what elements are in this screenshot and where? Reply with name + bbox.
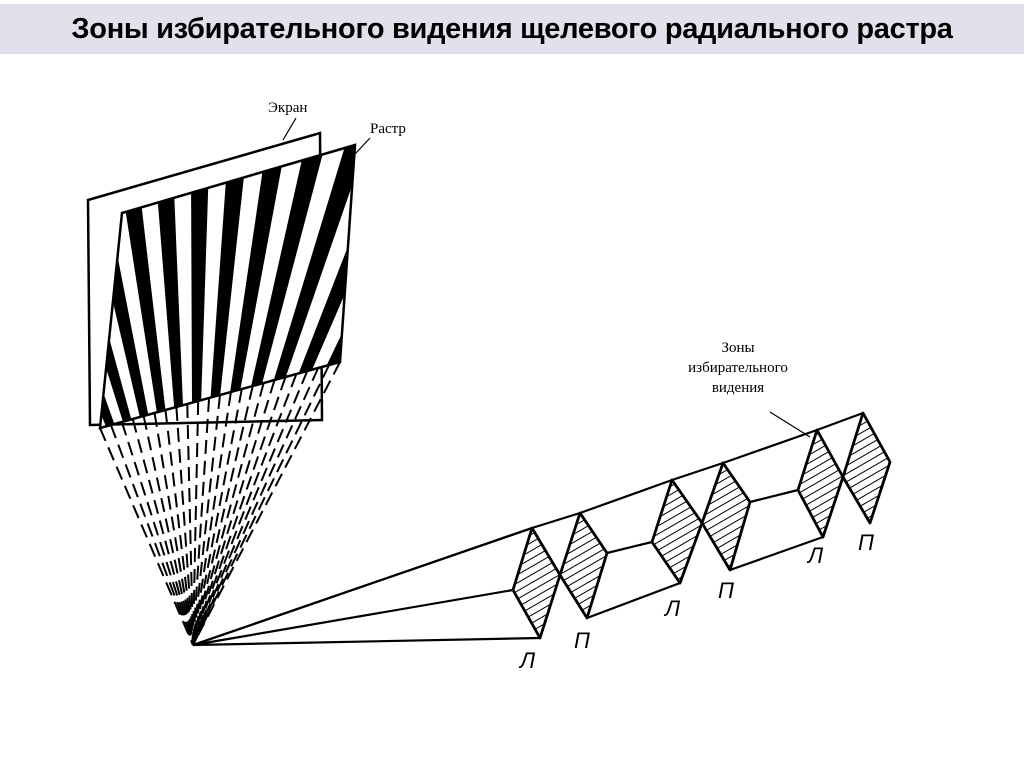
leader-lines — [282, 117, 811, 438]
dashed-ray — [131, 418, 194, 646]
raster-label: Растр — [370, 121, 406, 137]
zones-label-line1: Зоны — [721, 340, 754, 356]
zones-label-line2: избирательного — [688, 360, 788, 376]
zones-label-line3: видения — [712, 380, 764, 396]
screen-label: Экран — [268, 100, 307, 116]
dashed-ray — [186, 403, 194, 646]
dashed-ray — [192, 388, 243, 646]
raster-panel — [98, 143, 357, 430]
raster-stripe — [193, 145, 355, 428]
raster-stripe — [193, 145, 355, 428]
dashed-ray — [142, 415, 194, 646]
dashed-ray — [164, 409, 194, 646]
raster-stripe — [193, 145, 355, 428]
raster-stripe — [193, 145, 321, 428]
zone-mark-left: Л — [806, 543, 824, 568]
raster-stripe — [137, 145, 193, 428]
zone-right-3 — [841, 411, 892, 525]
title-bar: Зоны избирательного видения щелевого рад… — [0, 4, 1024, 54]
dashed-ray — [192, 376, 287, 646]
dashed-ray — [192, 364, 330, 646]
zone-left-2 — [650, 478, 704, 585]
zone-mark-right: П — [574, 628, 590, 653]
dashed-ray — [192, 361, 341, 646]
selective-vision-zones — [511, 411, 892, 640]
zone-mark-right: П — [858, 530, 874, 555]
dashed-ray — [192, 373, 298, 646]
raster-stripe — [100, 145, 193, 428]
raster-stripe — [193, 145, 269, 428]
slide-title: Зоны избирательного видения щелевого рад… — [71, 12, 953, 45]
dashed-ray — [192, 370, 309, 646]
dashed-ray — [120, 421, 194, 646]
zone-left-3 — [796, 428, 845, 539]
dashed-ray — [192, 391, 232, 646]
dashed-ray — [109, 424, 194, 646]
dashed-ray — [153, 412, 194, 646]
zone-mark-left: Л — [518, 648, 536, 673]
dashed-ray-fan — [99, 361, 341, 646]
zone-left-1 — [511, 526, 562, 640]
dashed-ray — [99, 427, 194, 646]
zone-right-1 — [558, 511, 609, 620]
raster-stripe — [100, 145, 193, 428]
zone-mark-right: П — [718, 578, 734, 603]
raster-stripe — [190, 145, 217, 428]
dashed-ray — [192, 367, 320, 646]
dashed-ray — [192, 379, 276, 646]
zone-right-2 — [700, 461, 752, 572]
dashed-ray — [175, 406, 194, 646]
dashed-ray — [192, 385, 254, 646]
zone-mark-left: Л — [663, 596, 681, 621]
dashed-ray — [192, 382, 265, 646]
